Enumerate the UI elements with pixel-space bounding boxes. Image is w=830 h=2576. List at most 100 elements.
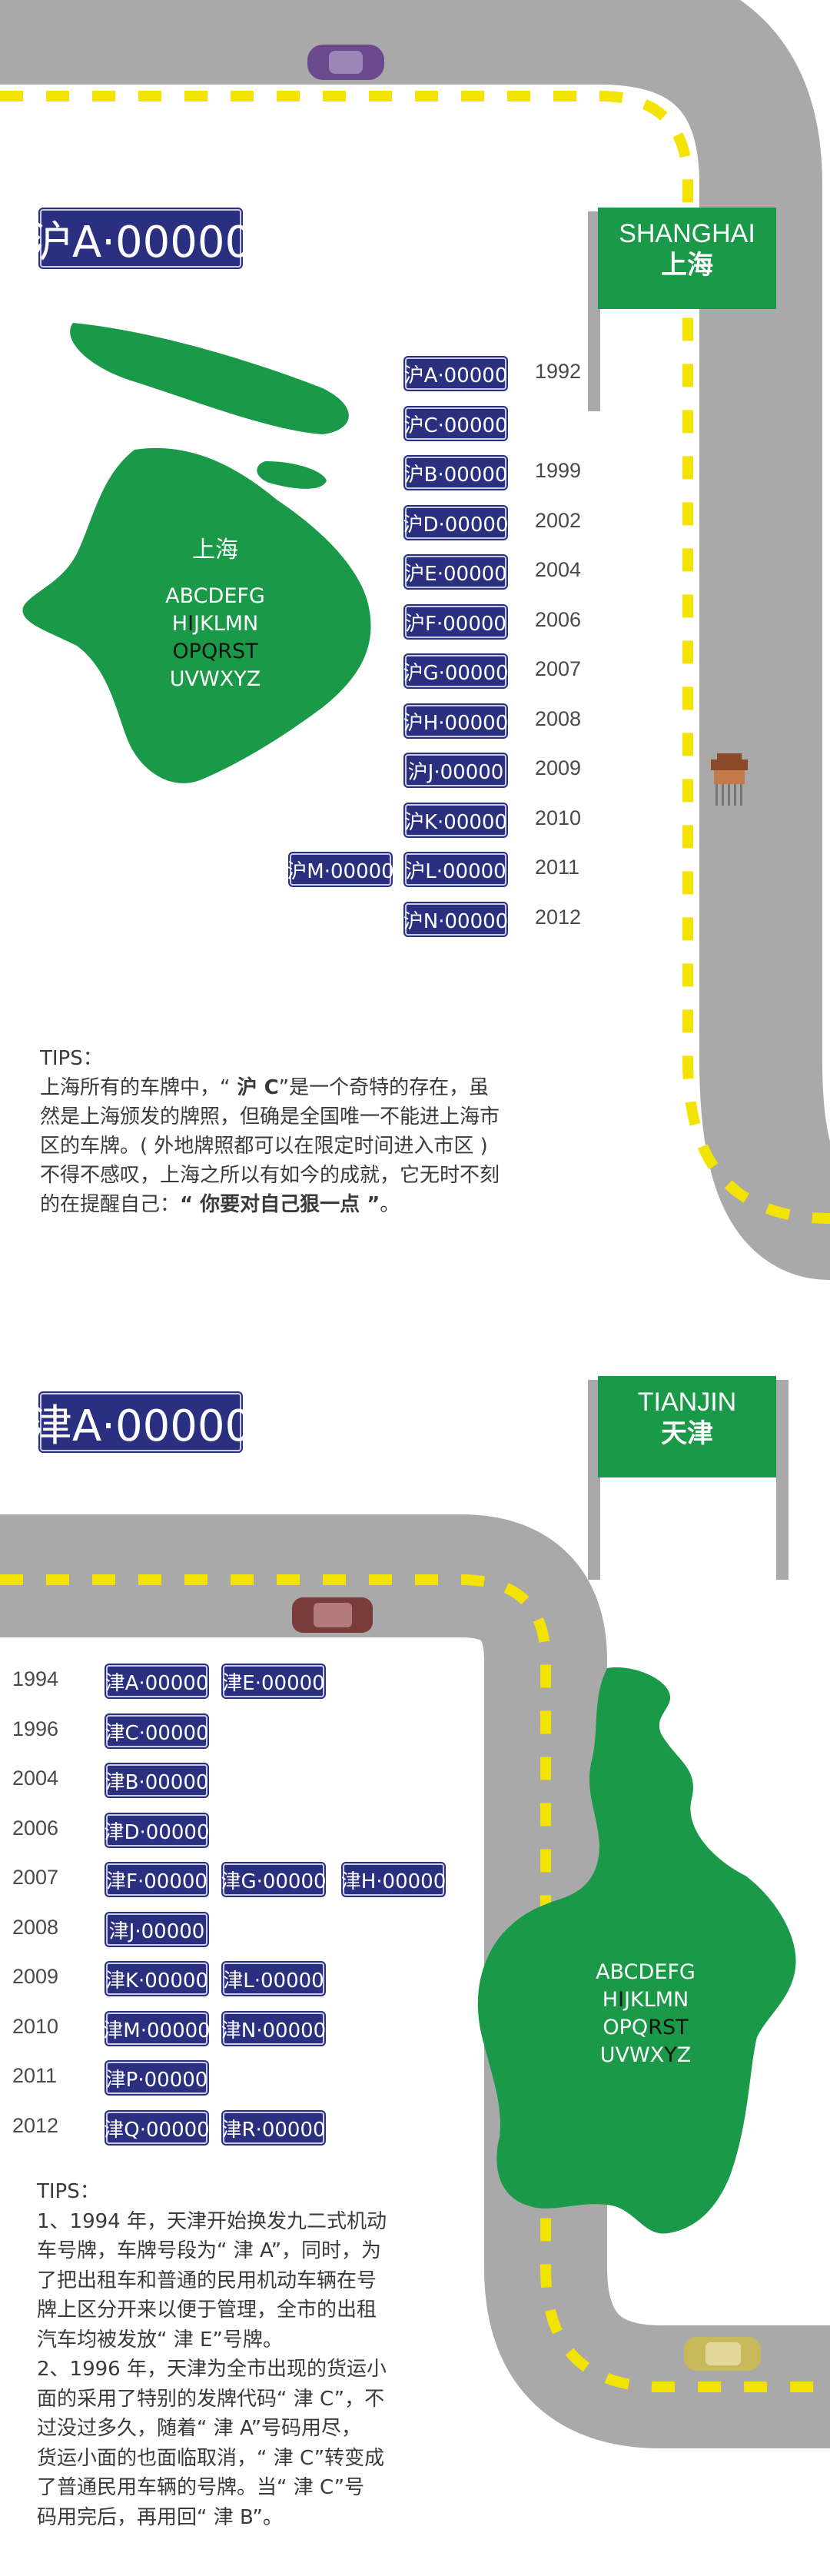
tianjin-tips: TIPS： 1、1994 年，天津开始换发九二式机动车号牌，车牌号段为“ 津 A…	[37, 2177, 467, 2532]
tianjin-plate: 津M·00000	[103, 2013, 211, 2045]
shanghai-road	[0, 0, 830, 1280]
tianjin-plate: 津F·00000	[106, 1863, 208, 1896]
shanghai-year: 2002	[535, 509, 582, 532]
tianjin-tips-head: TIPS：	[37, 2180, 100, 2203]
tianjin-plate: 津C·00000	[105, 1715, 209, 1747]
shanghai-road-sign: SHANGHAI 上海	[598, 208, 776, 309]
tianjin-tips-line: 汽车均被发放“ 津 E”号牌。	[37, 2328, 283, 2352]
tianjin-tips-line: 码用完后，再用回“ 津 B”。	[37, 2505, 283, 2529]
shanghai-plate: 沪C·00000	[403, 407, 508, 440]
shanghai-map-small-island	[257, 461, 327, 489]
shanghai-map-main	[22, 447, 371, 783]
shanghai-tips-line-2: 然是上海颁发的牌照，但确是全国唯一不能进上海市	[40, 1105, 500, 1128]
tianjin-year: 2006	[12, 1816, 59, 1840]
car-red-icon	[292, 1597, 373, 1633]
shanghai-alphabet: ABCDEFG HIJKLMN OPQRST UVWXYZ	[123, 583, 307, 693]
shanghai-year: 2004	[535, 558, 582, 581]
shanghai-tips-line-5: 的在提醒自己：“ 你要对自己狠一点 ”。	[40, 1193, 400, 1216]
shanghai-alpha-line-4: UVWXYZ	[169, 667, 261, 691]
tianjin-sign-en: TIANJIN	[637, 1388, 737, 1417]
tianjin-plate: 津B·00000	[105, 1764, 208, 1797]
tianjin-plate: 津L·00000	[223, 1963, 324, 1995]
shanghai-sign-en: SHANGHAI	[619, 219, 755, 248]
shanghai-year: 1992	[535, 360, 582, 383]
tianjin-map	[477, 1667, 796, 2234]
tianjin-alphabet: ABCDEFG HIJKLMN OPQRST UVWXYZ	[553, 1959, 738, 2069]
tianjin-tips-line: 过没过多久，随着“ 津 A”号码用尽，	[37, 2417, 362, 2440]
shanghai-tips-line-4: 不得不感叹，上海之所以有如今的成就，它无时不刻	[40, 1164, 500, 1187]
tianjin-plate: 津R·00000	[221, 2112, 326, 2144]
tianjin-tips-line: 车号牌，车牌号段为“ 津 A”，同时，为	[37, 2239, 382, 2262]
shanghai-alpha-line-1: ABCDEFG	[165, 584, 265, 608]
tianjin-year: 2008	[12, 1916, 59, 1939]
pagoda-icon	[711, 753, 748, 806]
tianjin-year: 2009	[12, 1965, 59, 1988]
tianjin-plate: 津E·00000	[222, 1665, 325, 1697]
shanghai-plate: 沪A·00000	[404, 357, 507, 390]
shanghai-alpha-line-2: HIJKLMN	[171, 612, 259, 636]
tianjin-sign-post-right	[776, 1380, 788, 1580]
tianjin-plate: 津D·00000	[105, 1814, 210, 1846]
shanghai-year: 2006	[535, 608, 582, 631]
car-purple-icon	[307, 45, 384, 80]
tianjin-road-dashes	[0, 1574, 830, 2392]
tianjin-year: 2004	[12, 1767, 59, 1790]
shanghai-plate: 沪E·00000	[404, 556, 507, 588]
tianjin-year: 2010	[12, 2015, 59, 2038]
shanghai-year: 2011	[535, 856, 580, 879]
shanghai-year: 2012	[535, 906, 582, 929]
tianjin-alpha-line-1: ABCDEFG	[596, 1960, 696, 1984]
shanghai-road-dashes	[0, 91, 830, 1224]
tianjin-tips-line: 了把出租车和普通的民用机动车辆在号	[37, 2269, 377, 2292]
tianjin-year: 1994	[12, 1667, 59, 1690]
shanghai-big-plate: 沪A·00000	[29, 209, 252, 268]
shanghai-sign-post-right	[776, 211, 788, 411]
tianjin-plate: 津G·00000	[221, 1863, 327, 1896]
tianjin-plate: 津K·00000	[105, 1963, 208, 1995]
tianjin-sign-post-left	[588, 1380, 600, 1580]
tianjin-year: 2011	[12, 2064, 58, 2087]
shanghai-year: 1999	[535, 459, 582, 482]
shanghai-plate: 沪H·00000	[403, 705, 508, 737]
shanghai-plate-extra: 沪M·00000	[287, 853, 394, 886]
tianjin-tips-body: 1、1994 年，天津开始换发九二式机动车号牌，车牌号段为“ 津 A”，同时，为…	[37, 2207, 467, 2533]
shanghai-plate: 沪D·00000	[403, 507, 509, 539]
tianjin-tips-line: 了普通民用车辆的号牌。当“ 津 C”号	[37, 2476, 365, 2499]
tianjin-tips-line: 货运小面的也面临取消，“ 津 C”转变成	[37, 2446, 385, 2470]
tianjin-year: 2007	[12, 1866, 59, 1889]
shanghai-year: 2007	[535, 657, 582, 680]
tianjin-alpha-line-4: UVWXYZ	[599, 2043, 692, 2067]
shanghai-sign-zh: 上海	[661, 251, 713, 280]
tianjin-plate: 津H·00000	[341, 1863, 446, 1896]
tianjin-plate: 津J·00000	[106, 1913, 208, 1946]
tianjin-tips-line: 面的采用了特别的发牌代码“ 津 C”，不	[37, 2387, 385, 2411]
tianjin-tips-line: 牌上区分开来以便于管理，全市的出租	[37, 2298, 377, 2322]
tianjin-alpha-line-3: OPQRST	[603, 2016, 689, 2039]
shanghai-plate: 沪N·00000	[403, 903, 508, 936]
tianjin-year: 2012	[12, 2114, 59, 2137]
shanghai-sign-post-left	[588, 211, 600, 411]
shanghai-plate: 沪J·00000	[405, 754, 506, 786]
tianjin-plate: 津A·00000	[105, 1665, 208, 1697]
tianjin-sign-zh: 天津	[661, 1419, 713, 1448]
shanghai-map-label: 上海	[192, 537, 238, 563]
shanghai-plate: 沪B·00000	[404, 457, 507, 489]
shanghai-year: 2008	[535, 707, 582, 730]
tianjin-road-sign: TIANJIN 天津	[598, 1376, 776, 1477]
tianjin-plate: 津Q·00000	[104, 2112, 210, 2144]
shanghai-plate: 沪K·00000	[404, 804, 507, 836]
shanghai-alpha-line-3: OPQRST	[172, 640, 258, 663]
shanghai-tips-line-1: 上海所有的车牌中，“ 沪 C”是一个奇特的存在，虽	[40, 1076, 490, 1099]
shanghai-plate: 沪G·00000	[403, 655, 509, 687]
tianjin-big-plate: 津A·00000	[29, 1393, 252, 1451]
shanghai-year: 2010	[535, 806, 582, 829]
tianjin-alpha-line-2: HIJKLMN	[602, 1988, 689, 2012]
shanghai-tips-head: TIPS：	[40, 1047, 103, 1070]
tianjin-plate: 津P·00000	[106, 2062, 208, 2094]
shanghai-plate: 沪L·00000	[405, 853, 506, 886]
tianjin-plate: 津N·00000	[221, 2013, 326, 2045]
shanghai-plate: 沪F·00000	[405, 606, 506, 638]
tianjin-tips-line: 2、1996 年，天津为全市出现的货运小	[37, 2358, 387, 2381]
